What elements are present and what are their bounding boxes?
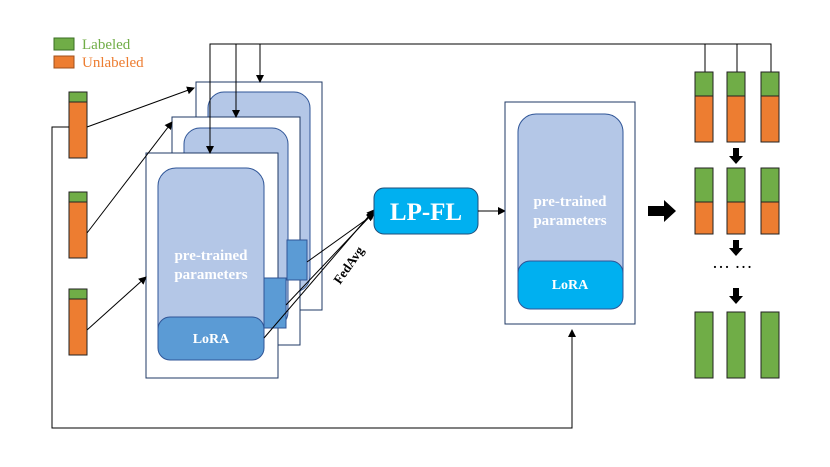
- pseudo-label-feedback-lines: [206, 43, 772, 154]
- pseudo-label-stage-final: [694, 311, 780, 379]
- ellipsis-text: … …: [712, 252, 753, 272]
- big-right-arrow-icon: [648, 200, 676, 222]
- global-pretrained-label-line2: parameters: [533, 213, 606, 229]
- lp-fl-label: LP-FL: [390, 199, 462, 226]
- global-lora-block: [517, 260, 624, 310]
- pseudo-label-stage-1: [694, 71, 780, 143]
- global-lora-label: LoRA: [552, 278, 589, 293]
- legend-unlabeled-swatch: [53, 55, 75, 69]
- legend-labeled-swatch: [53, 37, 75, 51]
- legend: Labeled Unlabeled: [53, 37, 144, 71]
- down-arrow-icon-1: [729, 148, 743, 164]
- legend-labeled-text: Labeled: [82, 37, 131, 53]
- down-arrow-icon-3: [729, 288, 743, 304]
- client-data-bar-3: [68, 288, 88, 356]
- client-pretrained-label-line2: parameters: [174, 267, 247, 283]
- fedavg-lines: [263, 209, 375, 339]
- client-data-bar-1: [68, 91, 88, 159]
- client-data-bars: [68, 91, 88, 356]
- pseudo-label-stage-2: [694, 167, 780, 235]
- client-data-bar-2: [68, 191, 88, 259]
- fedavg-label: FedAvg: [330, 243, 367, 287]
- client-lora-block: [157, 316, 265, 361]
- feedback-loop-line: [51, 126, 576, 429]
- client-model-front: pre-trained parameters LoRA: [145, 152, 287, 379]
- data-to-model-arrows: [86, 86, 195, 331]
- client-pretrained-label-line1: pre-trained: [174, 248, 248, 264]
- client-lora-label: LoRA: [193, 332, 230, 347]
- global-pretrained-label-line1: pre-trained: [533, 194, 607, 210]
- legend-unlabeled-text: Unlabeled: [82, 55, 144, 71]
- global-model: pre-trained parameters LoRA: [504, 101, 636, 325]
- down-arrow-icon-2: [729, 240, 743, 256]
- lp-fl-block: LP-FL: [373, 187, 479, 235]
